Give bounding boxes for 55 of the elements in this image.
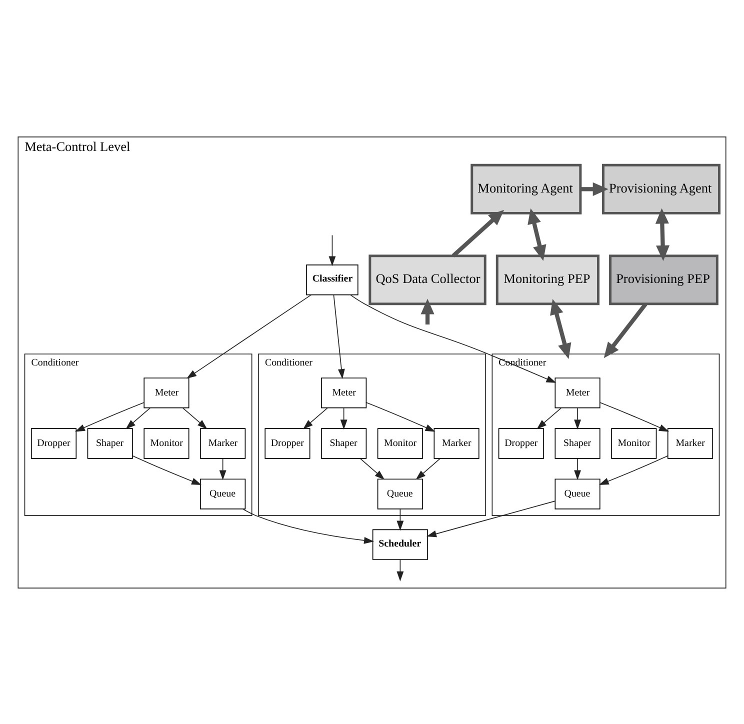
node-box: QoS Data Collector	[368, 254, 486, 305]
arrow	[75, 402, 144, 432]
node-box: Monitor	[611, 428, 657, 458]
arrow	[452, 209, 504, 257]
node-box: Meter	[144, 377, 190, 408]
arrow	[600, 402, 669, 432]
arrow	[426, 500, 556, 537]
arrow	[574, 407, 582, 430]
arrow	[126, 407, 151, 429]
arrow	[604, 302, 648, 358]
arrow	[340, 407, 348, 430]
arrow	[132, 454, 202, 484]
node-box: Dropper	[264, 428, 310, 458]
node-box: Monitoring Agent	[470, 163, 582, 214]
node-box: Dropper	[30, 428, 77, 458]
node-box: Monitor	[144, 428, 190, 458]
node-box: Scheduler	[372, 528, 428, 560]
arrow	[574, 458, 582, 480]
arrow	[536, 407, 562, 429]
arrow	[350, 294, 556, 382]
arrow	[396, 508, 404, 530]
arrow	[528, 208, 546, 260]
node-box: Queue	[377, 478, 423, 509]
node-box: Classifier	[306, 264, 358, 295]
arrow	[550, 298, 572, 358]
arrow	[598, 454, 668, 484]
node-box: Shaper	[87, 428, 133, 458]
arrow	[333, 294, 345, 378]
node-box: Queue	[554, 478, 600, 509]
node-box: Monitor	[377, 428, 423, 458]
node-box: Shaper	[321, 428, 367, 458]
arrow	[219, 458, 226, 480]
node-box: Meter	[321, 377, 367, 408]
node-box: Marker	[200, 428, 246, 458]
arrow	[655, 208, 670, 260]
node-box: Meter	[554, 377, 600, 408]
node-box: Dropper	[498, 428, 544, 458]
node-box: Marker	[667, 428, 714, 458]
arrow	[186, 294, 312, 378]
arrow	[242, 508, 374, 544]
arrow	[182, 407, 208, 429]
arrow	[420, 298, 434, 324]
arrow	[396, 558, 404, 581]
arrow	[360, 458, 385, 480]
arrow	[580, 182, 608, 196]
node-box: Monitoring PEP	[496, 254, 600, 305]
node-box: Provisioning PEP	[609, 254, 718, 305]
node-box: Marker	[434, 428, 480, 458]
arrow	[366, 402, 436, 432]
node-box: Queue	[200, 478, 246, 509]
node-box: Provisioning Agent	[602, 163, 720, 214]
node-box: Shaper	[554, 428, 600, 458]
arrow	[416, 458, 441, 480]
arrow	[328, 234, 336, 266]
arrow	[302, 407, 328, 429]
